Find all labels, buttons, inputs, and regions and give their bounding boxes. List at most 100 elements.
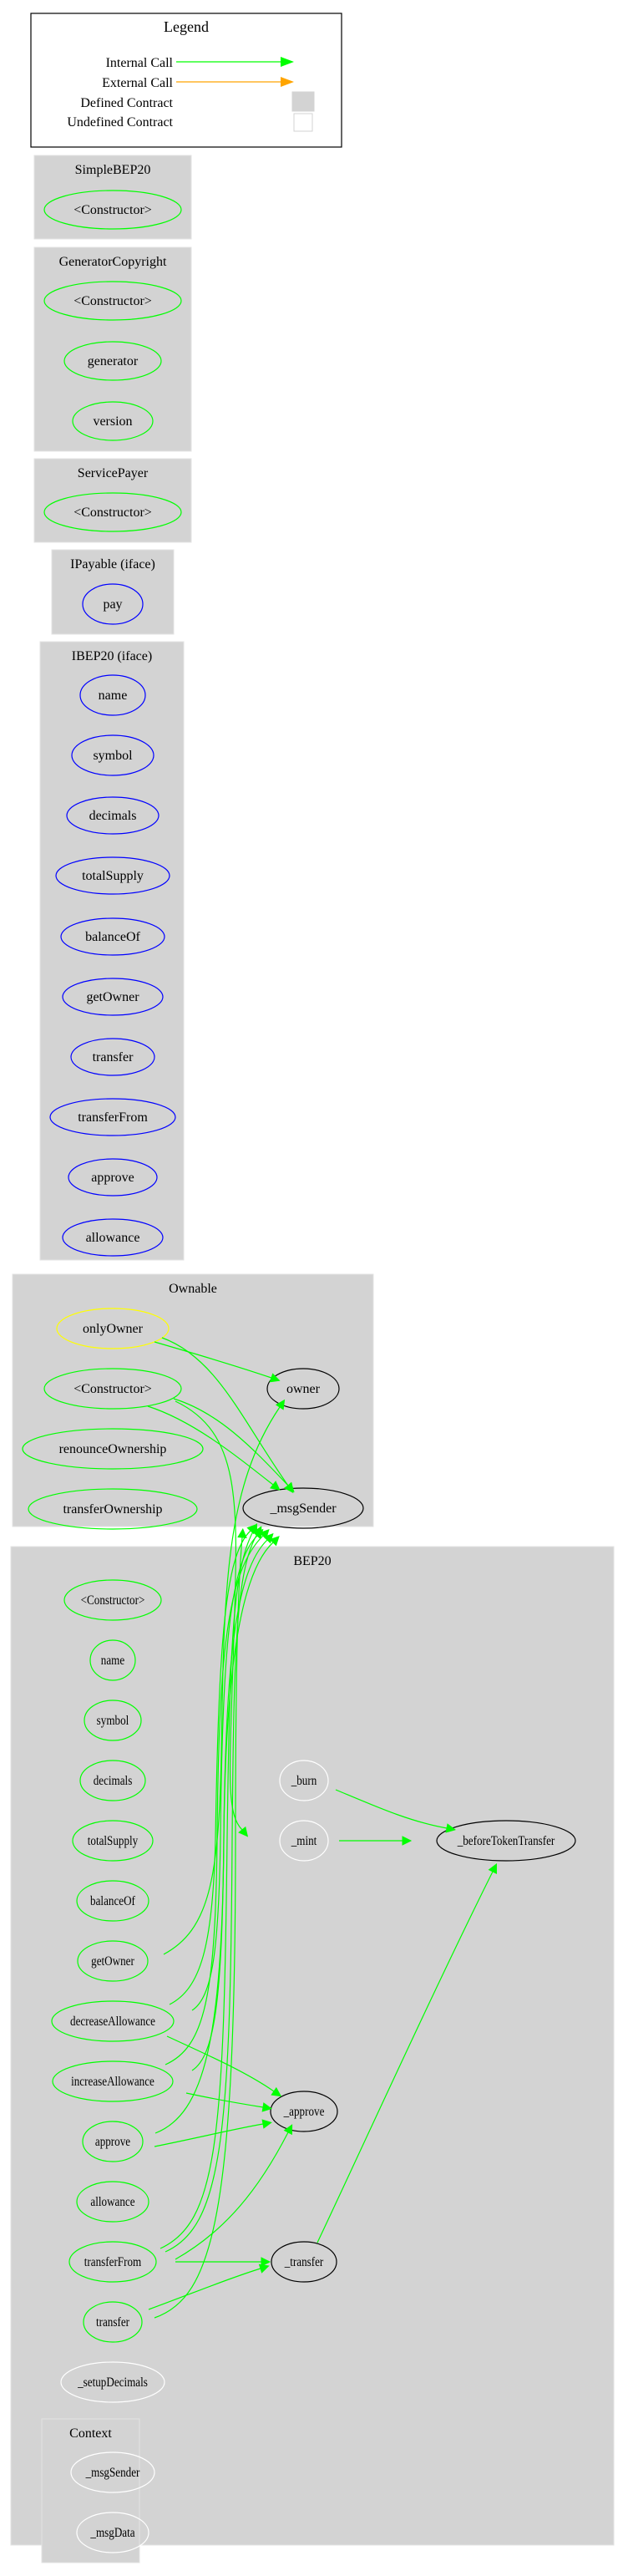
node-_setupdecimals[interactable]: _setupDecimals xyxy=(60,2361,165,2403)
node-ellipse[interactable] xyxy=(84,1700,142,1741)
node-constructor[interactable]: <Constructor> xyxy=(43,492,182,532)
node-transfer[interactable]: transfer xyxy=(83,2301,143,2343)
node-ellipse[interactable] xyxy=(72,1820,154,1862)
node-allowance[interactable]: allowance xyxy=(76,2181,149,2223)
node-ellipse[interactable] xyxy=(55,856,170,895)
node-label: _burn xyxy=(291,1774,317,1788)
node-transfer[interactable]: transfer xyxy=(70,1038,155,1076)
node-ellipse[interactable] xyxy=(68,2241,157,2283)
node-ellipse[interactable] xyxy=(79,674,146,716)
node-ellipse[interactable] xyxy=(76,2181,149,2223)
node-ellipse[interactable] xyxy=(51,2000,175,2042)
node-ellipse[interactable] xyxy=(66,796,160,835)
cluster-bep20: BEP20<Constructor>namesymboldecimalstota… xyxy=(10,1546,615,2546)
node-label: _approve xyxy=(283,2105,325,2119)
node-constructor[interactable]: <Constructor> xyxy=(43,281,182,321)
node-ellipse[interactable] xyxy=(279,1760,329,1801)
node-name[interactable]: name xyxy=(79,674,146,716)
node-owner[interactable]: owner xyxy=(266,1368,340,1410)
edge-BEP20-transferFrom-to-BEP20-_approve xyxy=(175,2131,289,2260)
node-_msgsender[interactable]: _msgSender xyxy=(70,2452,155,2493)
node-ellipse[interactable] xyxy=(82,583,144,625)
cluster-title: SimpleBEP20 xyxy=(75,163,151,177)
node-transferfrom[interactable]: transferFrom xyxy=(49,1098,176,1136)
node-label: balanceOf xyxy=(85,930,140,944)
node-ellipse[interactable] xyxy=(266,1368,340,1410)
node-transferfrom[interactable]: transferFrom xyxy=(68,2241,157,2283)
node-ellipse[interactable] xyxy=(270,2091,338,2132)
node-label: allowance xyxy=(90,2195,134,2209)
node-_beforetokentransfer[interactable]: _beforeTokenTransfer xyxy=(436,1820,576,1862)
node-decimals[interactable]: decimals xyxy=(66,796,160,835)
node-generator[interactable]: generator xyxy=(63,341,162,381)
node-symbol[interactable]: symbol xyxy=(71,734,154,776)
node-_msgsender[interactable]: _msgSender xyxy=(242,1487,364,1529)
node-ellipse[interactable] xyxy=(242,1487,364,1529)
node-label: totalSupply xyxy=(82,869,144,883)
node-ellipse[interactable] xyxy=(76,1880,149,1922)
node-_transfer[interactable]: _transfer xyxy=(271,2241,337,2283)
node-ellipse[interactable] xyxy=(43,190,182,230)
node-ellipse[interactable] xyxy=(43,492,182,532)
node-ellipse[interactable] xyxy=(62,1218,164,1257)
node-decimals[interactable]: decimals xyxy=(79,1760,146,1801)
node-renounceownership[interactable]: renounceOwnership xyxy=(22,1428,204,1470)
node-name[interactable]: name xyxy=(89,1639,136,1681)
node-ellipse[interactable] xyxy=(68,1158,158,1197)
node-totalsupply[interactable]: totalSupply xyxy=(55,856,170,895)
node-_mint[interactable]: _mint xyxy=(279,1820,329,1862)
node-_approve[interactable]: _approve xyxy=(270,2091,338,2132)
node-ellipse[interactable] xyxy=(79,1760,146,1801)
node-constructor[interactable]: <Constructor> xyxy=(43,1368,182,1410)
node-approve[interactable]: approve xyxy=(82,2121,144,2162)
node-ellipse[interactable] xyxy=(62,978,164,1016)
node-ellipse[interactable] xyxy=(77,1940,149,1982)
node-ellipse[interactable] xyxy=(72,401,154,441)
node-ellipse[interactable] xyxy=(83,2301,143,2343)
node-ellipse[interactable] xyxy=(52,2060,174,2102)
node-totalsupply[interactable]: totalSupply xyxy=(72,1820,154,1862)
node-_burn[interactable]: _burn xyxy=(279,1760,329,1801)
arrowhead-icon xyxy=(261,2102,272,2112)
node-ellipse[interactable] xyxy=(60,2361,165,2403)
node-_msgdata[interactable]: _msgData xyxy=(76,2512,149,2553)
node-ellipse[interactable] xyxy=(49,1098,176,1136)
node-ellipse[interactable] xyxy=(436,1820,576,1862)
node-ellipse[interactable] xyxy=(56,1308,170,1349)
node-ellipse[interactable] xyxy=(43,1368,182,1410)
node-ellipse[interactable] xyxy=(89,1639,136,1681)
node-ellipse[interactable] xyxy=(63,1579,162,1621)
edge-BEP20-_transfer-to-BEP20-_beforeTokenTransfer xyxy=(317,1871,494,2243)
node-getowner[interactable]: getOwner xyxy=(77,1940,149,1982)
node-ellipse[interactable] xyxy=(76,2512,149,2553)
node-ellipse[interactable] xyxy=(71,734,154,776)
node-decreaseallowance[interactable]: decreaseAllowance xyxy=(51,2000,175,2042)
node-ellipse[interactable] xyxy=(28,1488,198,1530)
node-pay[interactable]: pay xyxy=(82,583,144,625)
node-symbol[interactable]: symbol xyxy=(84,1700,142,1741)
node-balanceof[interactable]: balanceOf xyxy=(76,1880,149,1922)
node-onlyowner[interactable]: onlyOwner xyxy=(56,1308,170,1349)
node-constructor[interactable]: <Constructor> xyxy=(43,190,182,230)
node-ellipse[interactable] xyxy=(63,341,162,381)
node-increaseallowance[interactable]: increaseAllowance xyxy=(52,2060,174,2102)
node-approve[interactable]: approve xyxy=(68,1158,158,1197)
node-constructor[interactable]: <Constructor> xyxy=(63,1579,162,1621)
node-allowance[interactable]: allowance xyxy=(62,1218,164,1257)
node-transferownership[interactable]: transferOwnership xyxy=(28,1488,198,1530)
node-label: decimals xyxy=(94,1774,133,1788)
node-ellipse[interactable] xyxy=(271,2241,337,2283)
node-getowner[interactable]: getOwner xyxy=(62,978,164,1016)
edge-Ownable-ctor-to-BEP20-_mint xyxy=(175,1400,243,1831)
legend-title: Legend xyxy=(164,18,209,35)
node-ellipse[interactable] xyxy=(70,2452,155,2493)
node-ellipse[interactable] xyxy=(70,1038,155,1076)
node-ellipse[interactable] xyxy=(60,917,165,956)
node-ellipse[interactable] xyxy=(82,2121,144,2162)
node-label: owner xyxy=(286,1382,321,1396)
node-ellipse[interactable] xyxy=(43,281,182,321)
node-ellipse[interactable] xyxy=(279,1820,329,1862)
node-version[interactable]: version xyxy=(72,401,154,441)
node-balanceof[interactable]: balanceOf xyxy=(60,917,165,956)
node-ellipse[interactable] xyxy=(22,1428,204,1470)
